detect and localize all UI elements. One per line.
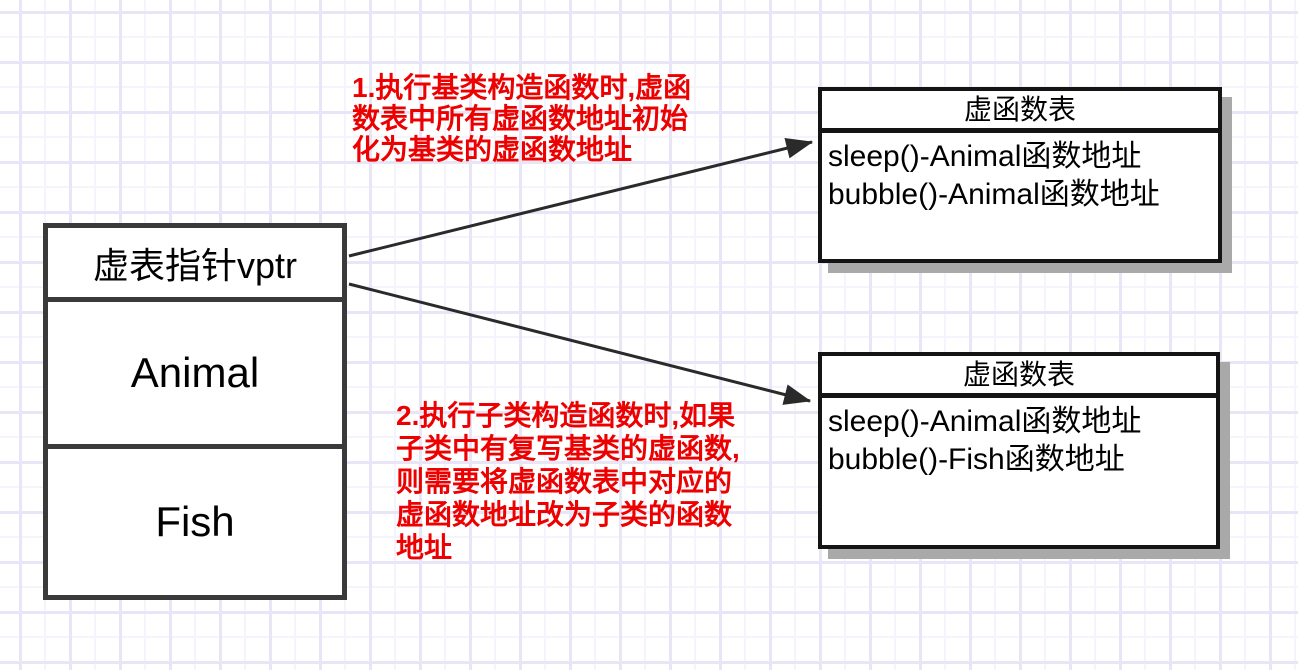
- vtable-entry: bubble()-Animal函数地址: [828, 178, 1160, 211]
- animal-cell: Animal: [48, 302, 342, 449]
- annotation-line: 则需要将虚函数表中对应的: [396, 466, 733, 497]
- vptr-label: 虚表指针vptr: [92, 244, 297, 286]
- animal-label: Animal: [130, 349, 260, 396]
- annotation-line: 子类中有复写基类的虚函数,: [396, 433, 740, 464]
- annotation-base-ctor: 1.执行基类构造函数时,虚函 数表中所有虚函数地址初始 化为基类的虚函数地址: [352, 72, 691, 165]
- annotation-line: 1.执行基类构造函数时,虚函: [352, 72, 692, 103]
- annotation-line: 化为基类的虚函数地址: [352, 134, 633, 165]
- annotation-derived-ctor: 2.执行子类构造函数时,如果 子类中有复写基类的虚函数, 则需要将虚函数表中对应…: [396, 399, 740, 564]
- annotation-line: 虚函数地址改为子类的函数: [396, 499, 733, 530]
- arrow-to-derived-vtable-icon: [348, 282, 812, 405]
- fish-cell: Fish: [48, 449, 342, 595]
- vtable-entry: bubble()-Fish函数地址: [828, 443, 1125, 476]
- annotation-line: 2.执行子类构造函数时,如果: [396, 400, 736, 431]
- annotation-line: 数表中所有虚函数地址初始: [352, 103, 689, 134]
- derived-vtable-box: 虚函数表 sleep()-Animal函数地址 bubble()-Fish函数地…: [818, 352, 1220, 549]
- object-memory-box: 虚表指针vptr Animal Fish: [43, 223, 347, 600]
- vtable-entry: sleep()-Animal函数地址: [828, 140, 1142, 173]
- vtable-entry: sleep()-Animal函数地址: [828, 405, 1142, 438]
- annotation-line: 地址: [396, 532, 453, 563]
- derived-vtable-title: 虚函数表: [822, 356, 1216, 398]
- fish-label: Fish: [155, 498, 235, 545]
- base-vtable-entries: sleep()-Animal函数地址 bubble()-Animal函数地址: [822, 133, 1218, 214]
- base-vtable-title: 虚函数表: [822, 91, 1218, 133]
- vptr-cell: 虚表指针vptr: [48, 228, 342, 302]
- base-vtable-box: 虚函数表 sleep()-Animal函数地址 bubble()-Animal函…: [818, 87, 1222, 263]
- derived-vtable-entries: sleep()-Animal函数地址 bubble()-Fish函数地址: [822, 398, 1216, 479]
